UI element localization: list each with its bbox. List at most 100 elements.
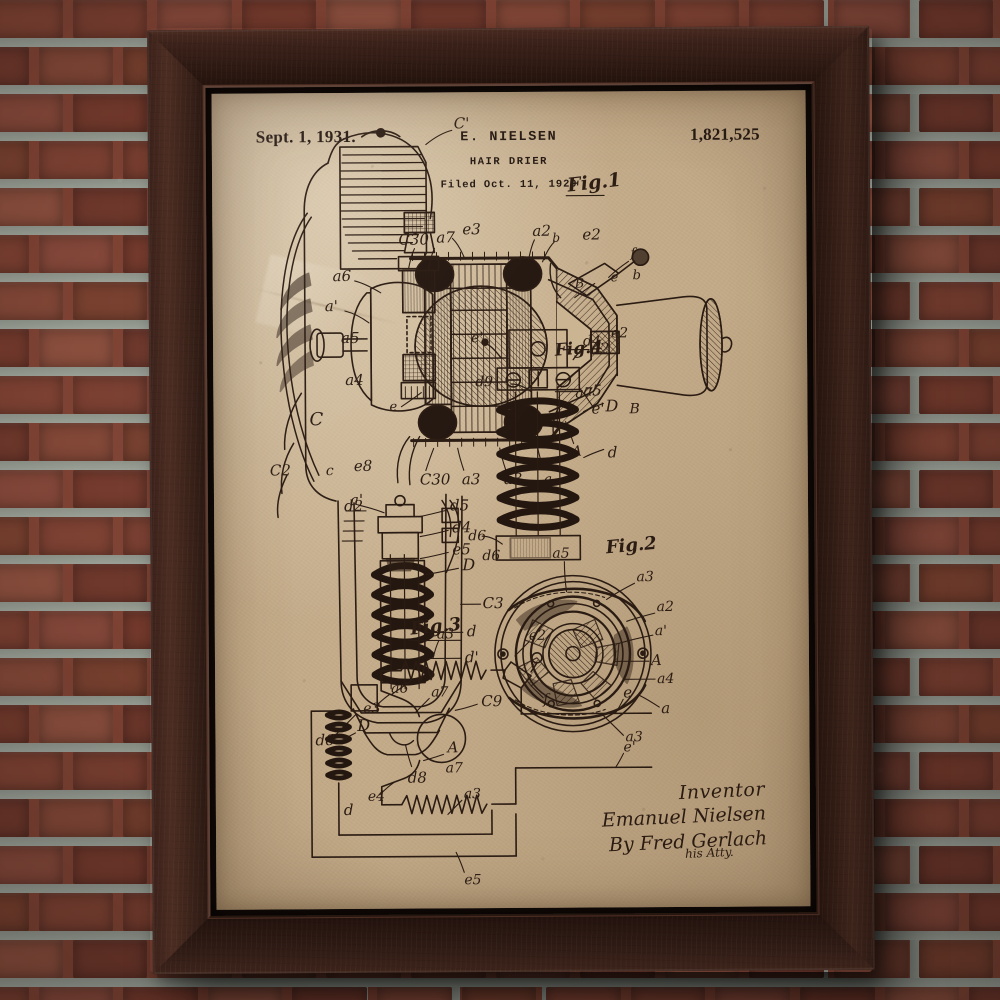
brick	[969, 47, 1000, 85]
brick	[38, 141, 114, 179]
brick	[0, 799, 29, 837]
brick	[969, 611, 1000, 649]
brick	[884, 705, 960, 743]
brick	[72, 470, 148, 508]
picture-frame[interactable]: Sept. 1, 1931. 1,821,525 E. NIELSEN HAIR…	[147, 25, 875, 975]
brick	[72, 564, 148, 602]
svg-text:a7: a7	[575, 385, 592, 401]
brick	[800, 987, 875, 1000]
brick	[918, 0, 994, 38]
brick	[72, 282, 148, 320]
brick	[72, 94, 148, 132]
patent-poster-artwork[interactable]: Sept. 1, 1931. 1,821,525 E. NIELSEN HAIR…	[211, 90, 811, 910]
svg-text:a2: a2	[532, 222, 551, 240]
brick	[969, 893, 1000, 931]
brick	[123, 987, 198, 1000]
brick	[918, 470, 994, 508]
svg-text:A: A	[649, 651, 662, 669]
svg-text:e': e'	[623, 739, 635, 755]
brick	[884, 987, 960, 1000]
svg-text:a6: a6	[333, 267, 352, 285]
brick	[292, 987, 368, 1000]
brick	[38, 987, 114, 1000]
brick	[38, 517, 114, 555]
brick	[0, 940, 63, 978]
svg-text:e: e	[623, 683, 632, 701]
svg-text:d8: d8	[408, 769, 427, 787]
brick	[207, 987, 283, 1000]
brick	[969, 141, 1000, 179]
brick	[884, 235, 960, 273]
svg-text:d4: d4	[452, 518, 471, 536]
svg-text:b: b	[552, 231, 560, 245]
brick	[918, 846, 994, 884]
brick	[0, 846, 63, 884]
brick	[0, 470, 63, 508]
brick-course	[0, 987, 1000, 1000]
brick	[630, 987, 706, 1000]
svg-text:d6: d6	[482, 548, 500, 564]
brick	[969, 423, 1000, 461]
svg-text:Fig.1: Fig.1	[565, 169, 622, 197]
svg-text:a': a'	[325, 297, 338, 315]
svg-text:Fig.3: Fig.3	[408, 614, 462, 640]
brick	[0, 517, 29, 555]
svg-text:a3: a3	[625, 729, 642, 745]
brick	[72, 846, 148, 884]
svg-text:D: D	[356, 716, 370, 735]
svg-text:a: a	[661, 699, 670, 717]
brick	[0, 235, 29, 273]
svg-text:a6: a6	[391, 681, 408, 697]
svg-text:e2: e2	[611, 325, 628, 341]
brick	[38, 705, 114, 743]
svg-text:a3: a3	[462, 470, 481, 488]
svg-text:e: e	[611, 270, 619, 285]
brick	[969, 987, 1000, 1000]
brick	[0, 423, 29, 461]
svg-text:a3: a3	[437, 626, 454, 642]
svg-text:a3: a3	[636, 569, 653, 585]
svg-text:A: A	[445, 738, 458, 756]
brick	[969, 799, 1000, 837]
brick	[884, 517, 960, 555]
svg-text:e: e	[389, 400, 397, 415]
brick	[969, 705, 1000, 743]
brick	[72, 188, 148, 226]
svg-text:a5: a5	[583, 381, 602, 399]
svg-text:e5: e5	[464, 872, 481, 888]
brick	[0, 282, 63, 320]
svg-text:d2: d2	[344, 497, 363, 515]
svg-text:C30: C30	[420, 470, 451, 488]
brick	[969, 517, 1000, 555]
svg-text:c: c	[326, 463, 334, 479]
brick	[546, 987, 621, 1000]
brick	[918, 282, 994, 320]
brick	[0, 94, 63, 132]
brick	[0, 611, 29, 649]
svg-text:e': e'	[471, 330, 483, 346]
svg-text:B: B	[628, 401, 639, 417]
svg-text:e2: e2	[529, 628, 546, 644]
svg-text:D: D	[604, 396, 618, 415]
brick	[461, 987, 537, 1000]
brick	[72, 752, 148, 790]
svg-text:e8: e8	[354, 457, 373, 475]
brick	[884, 423, 960, 461]
svg-text:e2: e2	[582, 225, 601, 243]
brick	[0, 705, 29, 743]
brick	[884, 799, 960, 837]
brick	[918, 94, 994, 132]
svg-text:C2: C2	[270, 461, 291, 479]
brick	[72, 0, 148, 38]
svg-text:C30: C30	[398, 230, 429, 248]
brick	[0, 141, 29, 179]
svg-text:a7: a7	[446, 760, 463, 776]
svg-text:a2: a2	[591, 339, 610, 357]
svg-text:D: D	[461, 555, 475, 574]
svg-text:a3: a3	[464, 786, 481, 802]
inventor-signature-block: Inventor Emanuel Nielsen By Fred Gerlach…	[600, 778, 768, 865]
brick	[918, 752, 994, 790]
svg-text:a4: a4	[657, 671, 674, 687]
brick	[0, 376, 63, 414]
